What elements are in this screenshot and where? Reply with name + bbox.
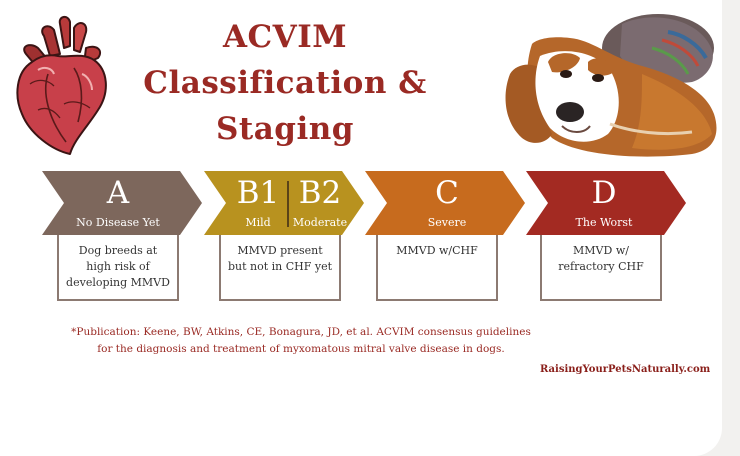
heart-icon xyxy=(16,16,107,155)
page-title: ACVIM Classification & Staging xyxy=(140,14,430,152)
stage-d-letter: D xyxy=(591,175,617,211)
website-credit: RaisingYourPetsNaturally.com xyxy=(540,364,711,375)
stage-c-letter: C xyxy=(435,175,459,211)
stage-b-arrow: B1 Mild B2 Moderate xyxy=(204,171,372,235)
stage-b-shape xyxy=(204,171,364,235)
stage-b1-letter: B1 xyxy=(236,175,280,211)
stage-c-label: Severe xyxy=(427,216,467,229)
stage-a-arrow: A No Disease Yet xyxy=(42,171,210,235)
stage-d-arrow: D The Worst xyxy=(526,171,694,235)
stage-b1: B1 Mild xyxy=(228,171,288,235)
title-line-2: Classification & xyxy=(143,65,427,101)
stage-b2-label: Moderate xyxy=(292,216,348,229)
publication-footnote: *Publication: Keene, BW, Atkins, CE, Bon… xyxy=(71,326,531,355)
stage-a-description: Dog breeds at high risk of developing MM… xyxy=(57,235,179,301)
stage-d-shape xyxy=(526,171,686,235)
stage-d-description: MMVD w/ refractory CHF xyxy=(540,235,662,301)
stage-c-arrow: C Severe xyxy=(365,171,533,235)
title-line-3: Staging xyxy=(216,111,354,147)
stage-b-description: MMVD present but not in CHF yet xyxy=(219,235,341,301)
stage-b1-label: Mild xyxy=(245,216,271,229)
dog-photo-icon xyxy=(505,14,717,157)
infographic-card: ACVIM Classification & Staging xyxy=(0,0,722,456)
stage-b2: B2 Moderate xyxy=(290,171,350,235)
stage-d-label: The Worst xyxy=(575,216,633,229)
stage-a-shape xyxy=(42,171,202,235)
stage-b2-letter: B2 xyxy=(298,175,342,211)
title-line-1: ACVIM xyxy=(222,19,348,55)
stage-a-label: No Disease Yet xyxy=(76,216,160,229)
stage-c-shape xyxy=(365,171,525,235)
stage-a-letter: A xyxy=(106,175,130,211)
stage-c-description: MMVD w/CHF xyxy=(376,235,498,301)
